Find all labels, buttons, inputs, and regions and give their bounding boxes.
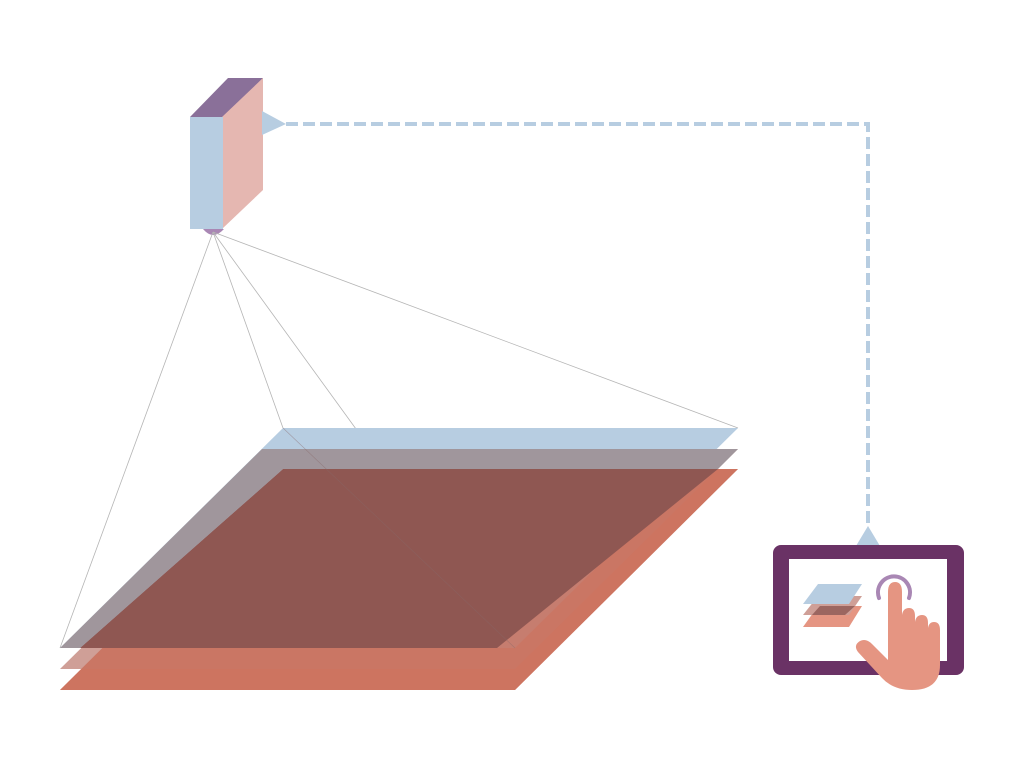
ray-line (212, 231, 284, 429)
touch-ring (876, 574, 912, 600)
device-side-face (222, 78, 263, 229)
hand-shape (855, 582, 940, 690)
tablet (773, 545, 964, 690)
projector-device (190, 78, 286, 235)
projection-rays-overlay (282, 427, 516, 649)
device-front-face (190, 117, 223, 229)
connection-line (286, 122, 880, 546)
device-output-port (262, 111, 286, 135)
ray-line (282, 427, 516, 649)
ray-line (59, 231, 214, 649)
stacked-layers-icon (803, 584, 862, 627)
surface-overlap-dark (80, 469, 718, 648)
ray-line (212, 231, 739, 429)
icon-layer-dark (812, 606, 855, 615)
layered-surfaces (60, 428, 738, 690)
tablet-input-port (856, 526, 880, 546)
dashed-connector (286, 122, 870, 528)
surface-overlap-grey (60, 449, 738, 648)
touch-hand-icon (855, 574, 940, 690)
device-top-face (190, 78, 263, 117)
icon-layer-blue (803, 584, 862, 604)
